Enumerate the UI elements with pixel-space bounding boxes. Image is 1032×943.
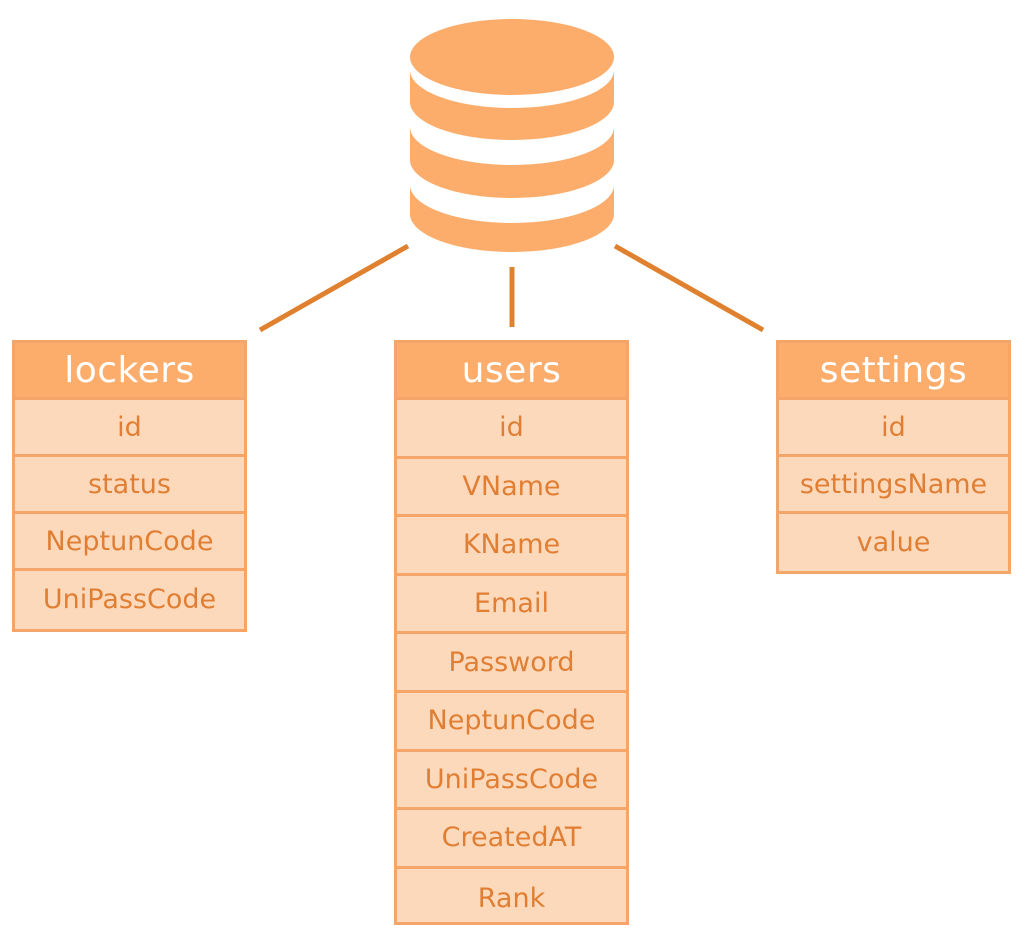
field: NeptunCode	[397, 693, 626, 752]
field: Email	[397, 576, 626, 635]
field: NeptunCode	[15, 514, 244, 571]
field: Password	[397, 634, 626, 693]
field: id	[779, 400, 1008, 457]
field: status	[15, 457, 244, 514]
connector-lockers	[258, 243, 410, 333]
field: settingsName	[779, 457, 1008, 514]
field: KName	[397, 517, 626, 576]
connector-settings	[613, 243, 765, 333]
table-lockers: lockers id status NeptunCode UniPassCode	[12, 340, 247, 632]
table-title: users	[397, 343, 626, 400]
table-settings: settings id settingsName value	[776, 340, 1011, 574]
field: UniPassCode	[42, 584, 217, 615]
field: CreatedAT	[397, 810, 626, 869]
field: id	[397, 400, 626, 459]
field: UniPassCode	[397, 752, 626, 811]
table-title: settings	[779, 343, 1008, 400]
table-users: users id VName KName Email Password Nept…	[394, 340, 629, 925]
field: value	[856, 527, 931, 558]
field: id	[15, 400, 244, 457]
field: VName	[397, 459, 626, 518]
field: Rank	[477, 882, 546, 914]
table-title: lockers	[15, 343, 244, 400]
